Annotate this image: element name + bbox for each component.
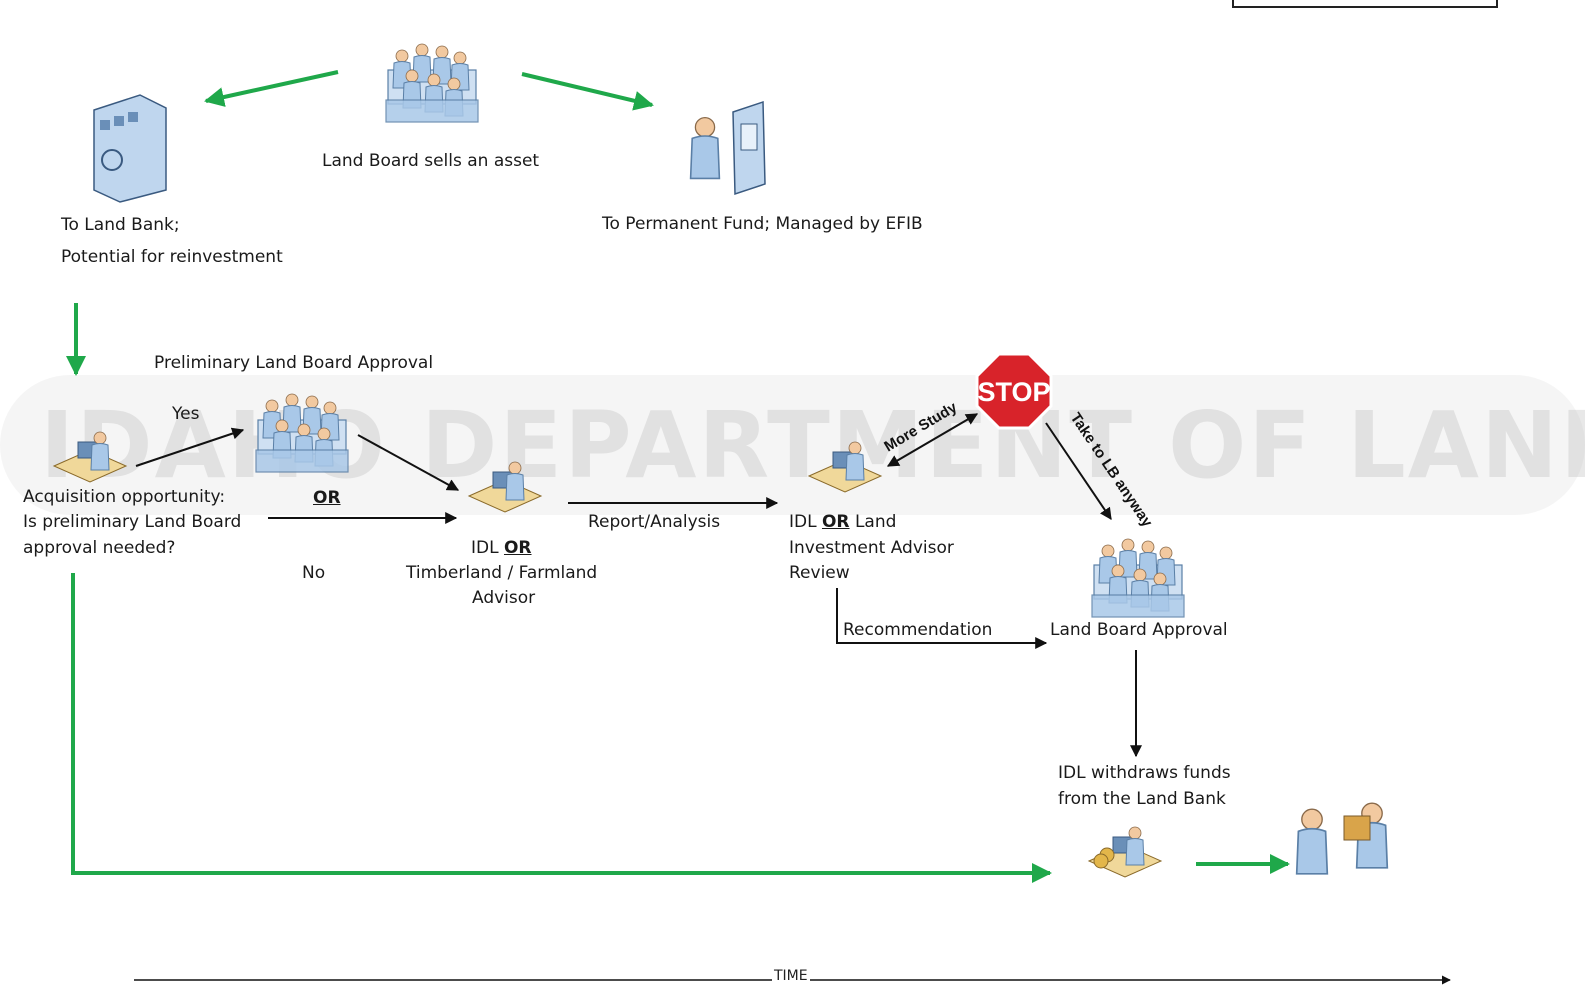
withdraw-label-2: from the Land Bank [1058,789,1226,809]
advisor-desk-icon [469,462,541,512]
stop-sign-text: STOP [977,377,1050,407]
prelim-approval-label: Preliminary Land Board Approval [154,353,434,373]
land-bank-label-2: Potential for reinvestment [61,247,283,267]
advisor-label-2: Timberland / Farmland [406,563,598,583]
yes-label: Yes [172,404,200,424]
recommendation-label: Recommendation [843,620,993,640]
approval-board-meeting-icon [1092,539,1184,617]
take-to-lb-label: Take to LB anyway [1067,410,1156,531]
or-label: OR [313,488,341,508]
lb-approval-label: Land Board Approval [1050,620,1228,640]
corner-box [1232,0,1498,8]
stop-sign-icon: STOP [975,352,1053,430]
no-label: No [302,563,326,583]
bank-vault-icon [93,94,167,203]
advisor-label-3: Advisor [472,588,536,608]
acq-label-1: Acquisition opportunity: [23,487,226,507]
board-meeting-icon [386,44,478,122]
permanent-fund-label: To Permanent Fund; Managed by EFIB [602,214,923,234]
review-desk-icon [809,442,881,492]
prelim-board-meeting-icon [256,394,348,472]
report-analysis-label: Report/Analysis [588,512,721,532]
land-bank-label-1: To Land Bank; [61,215,180,235]
cashier-desk-icon [1089,827,1161,877]
time-axis-label: TIME [772,968,810,984]
desk-worker-icon [54,432,126,482]
review-label-2: Investment Advisor [789,538,954,558]
atm-user-icon [689,100,766,196]
acq-label-3: approval needed? [23,538,176,558]
review-label-3: Review [789,563,850,583]
land-board-sells-label: Land Board sells an asset [322,151,540,171]
acq-label-2: Is preliminary Land Board [23,512,242,532]
withdraw-label-1: IDL withdraws funds [1058,763,1231,783]
package-handoff-icon [1295,802,1389,875]
review-label-1: IDL OR Land [789,512,897,532]
advisor-label-1: IDL OR [471,538,532,558]
